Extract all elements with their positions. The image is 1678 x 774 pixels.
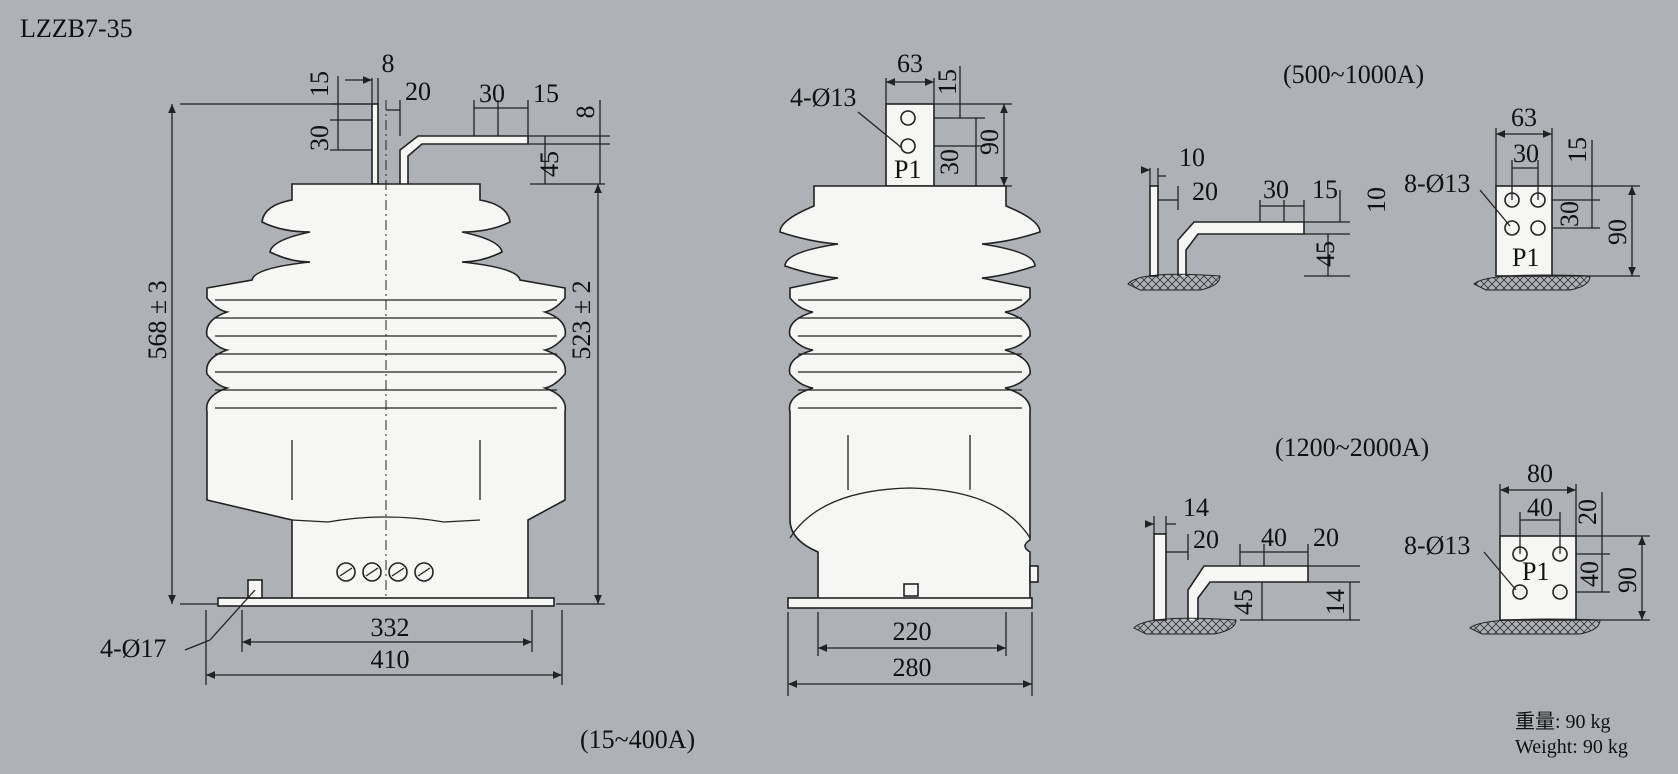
dim-30-top: 30 xyxy=(479,79,505,108)
dim-8: 8 xyxy=(382,49,395,78)
dim-332: 332 xyxy=(371,613,410,642)
side-dim-holes: 4-Ø13 xyxy=(790,83,856,112)
dim-8-right: 8 xyxy=(571,106,600,119)
side-view: 63 15 4-Ø13 P1 30 90 220 280 xyxy=(779,49,1041,696)
dim-30-left: 30 xyxy=(305,125,334,151)
dim-height-523: 523 ± 2 xyxy=(567,280,596,359)
drawing-title: LZZB7-35 xyxy=(20,14,133,43)
d3-dim-40: 40 xyxy=(1261,523,1287,552)
d2-dim-90: 90 xyxy=(1603,219,1632,245)
side-dim-63: 63 xyxy=(897,49,923,78)
base-plate xyxy=(217,597,555,607)
d3-dim-45: 45 xyxy=(1229,589,1258,615)
detail-1200-2000-front: 80 40 20 8-Ø13 40 90 P1 xyxy=(1404,459,1650,635)
dim-15-top: 15 xyxy=(533,79,559,108)
d4-dim-40: 40 xyxy=(1527,493,1553,522)
primary-terminal-bent-bar xyxy=(399,135,529,184)
side-dim-280: 280 xyxy=(893,653,932,682)
side-insulator-body xyxy=(779,185,1041,601)
dim-20: 20 xyxy=(405,77,431,106)
caption-main-range: (15~400A) xyxy=(580,725,696,754)
weight-en: Weight: 90 kg xyxy=(1515,736,1628,758)
weight-cn: 重量: 90 kg xyxy=(1515,711,1611,733)
side-dim-90: 90 xyxy=(975,129,1004,155)
detail-500-1000-front: 63 30 15 8-Ø13 30 90 P1 xyxy=(1404,103,1640,291)
d2-dim-30: 30 xyxy=(1513,139,1539,168)
d1-dim-15: 15 xyxy=(1312,175,1338,204)
d2-label-p1: P1 xyxy=(1512,243,1539,272)
secondary-terminals xyxy=(336,562,434,582)
side-nameplate xyxy=(1029,565,1039,583)
dim-410: 410 xyxy=(371,645,410,674)
d1-dim-45: 45 xyxy=(1311,241,1340,267)
d4-dim-80: 80 xyxy=(1527,459,1553,488)
d3-dim-20: 20 xyxy=(1193,525,1219,554)
dim-height-568: 568 ± 3 xyxy=(143,280,172,359)
detail-500-1000-side: 10 20 30 15 10 45 xyxy=(1127,143,1391,291)
d3-dim-20b: 20 xyxy=(1313,523,1339,552)
d1-dim-20: 20 xyxy=(1192,177,1218,206)
dim-15-left: 15 xyxy=(305,71,334,97)
d4-dim-90: 90 xyxy=(1613,567,1642,593)
caption-variant-2: (1200~2000A) xyxy=(1275,433,1430,462)
side-label-p1: P1 xyxy=(894,155,921,184)
dim-45: 45 xyxy=(535,151,564,177)
d2-dim-holes: 8-Ø13 xyxy=(1404,169,1470,198)
d1-dim-10b: 10 xyxy=(1362,187,1391,213)
d4-label-p1: P1 xyxy=(1522,557,1549,586)
d4-dim-20: 20 xyxy=(1573,499,1602,525)
d2-dim-63: 63 xyxy=(1511,103,1537,132)
d4-dim-40b: 40 xyxy=(1575,561,1604,587)
front-view-dimensions xyxy=(168,76,610,685)
d1-dim-30: 30 xyxy=(1263,175,1289,204)
d4-dim-holes: 8-Ø13 xyxy=(1404,531,1470,560)
detail-1200-2000-side: 14 20 40 20 45 14 xyxy=(1133,493,1360,635)
d2-dim-15: 15 xyxy=(1563,137,1592,163)
d3-dim-14: 14 xyxy=(1183,493,1209,522)
d3-dim-14b: 14 xyxy=(1321,589,1350,615)
d1-dim-10: 10 xyxy=(1179,143,1205,172)
side-view-dimensions xyxy=(787,66,1033,696)
side-base-plate xyxy=(787,597,1033,609)
front-view: 8 20 30 15 15 30 8 45 568 ± 3 523 ± 2 33… xyxy=(100,49,610,685)
side-bolt xyxy=(903,583,919,597)
caption-variant-1: (500~1000A) xyxy=(1283,60,1425,89)
d2-dim-30b: 30 xyxy=(1555,201,1584,227)
dim-holes-4-17: 4-Ø17 xyxy=(100,634,166,663)
primary-terminal-vertical xyxy=(371,103,379,185)
side-dim-30: 30 xyxy=(935,149,964,175)
side-dim-220: 220 xyxy=(893,617,932,646)
side-dim-15: 15 xyxy=(933,69,962,95)
